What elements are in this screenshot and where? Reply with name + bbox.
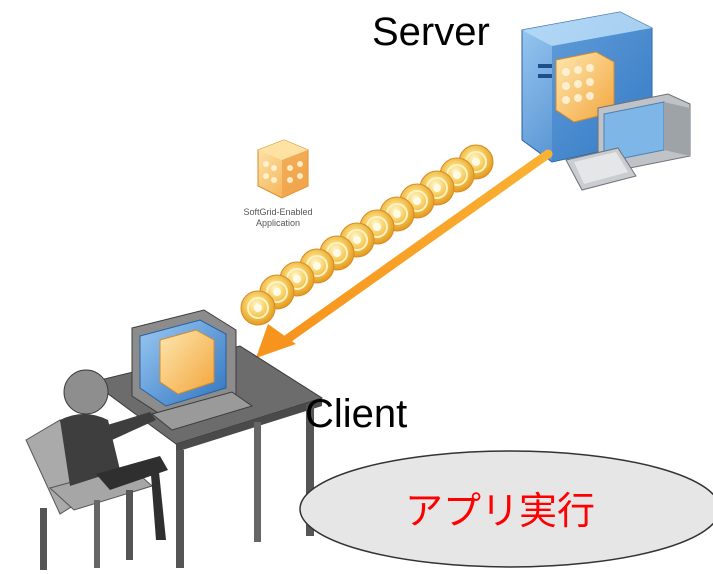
client-label: Client xyxy=(305,392,408,436)
server-computer-icon xyxy=(521,11,691,191)
package-caption: SoftGrid-Enabled Application xyxy=(228,207,328,229)
package-caption-line2: Application xyxy=(255,218,301,228)
user-at-desk-computer-icon xyxy=(25,309,324,570)
disc-12 xyxy=(240,290,276,326)
action-bubble xyxy=(299,450,713,568)
server-label: Server xyxy=(372,10,490,54)
bubble-label: アプリ実行 xyxy=(404,489,595,533)
package-caption-line1: SoftGrid-Enabled xyxy=(243,207,313,217)
software-package-cube-icon xyxy=(257,139,309,199)
data-stream-discs xyxy=(240,144,494,326)
download-arrow xyxy=(256,149,553,358)
